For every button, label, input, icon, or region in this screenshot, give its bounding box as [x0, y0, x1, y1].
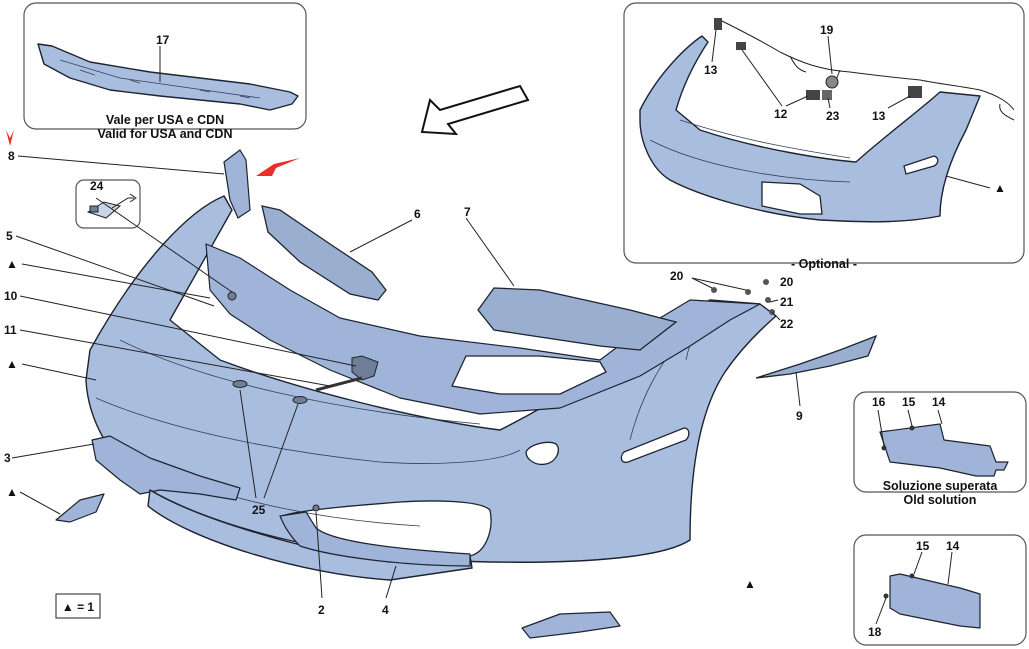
optional-intake	[761, 181, 823, 215]
note-old-en: Old solution	[904, 493, 977, 507]
red-arrow-top	[6, 130, 14, 146]
callout-9: 9	[796, 409, 803, 423]
callout-24: 24	[90, 179, 104, 193]
marker-a: ▲	[6, 257, 18, 271]
callout-4: 4	[382, 603, 389, 617]
side-marker-opening	[620, 427, 690, 463]
part-15-screw-new	[909, 573, 915, 579]
marker-e: ▲	[994, 181, 1006, 195]
red-arrow-part8	[256, 158, 300, 176]
callout-20b: 20	[780, 275, 794, 289]
optional-bumper	[639, 35, 981, 223]
callout-16: 16	[872, 395, 886, 409]
callout-15a: 15	[902, 395, 916, 409]
callout-12: 12	[774, 107, 788, 121]
sensor-13b	[908, 86, 922, 98]
callout-23: 23	[826, 109, 840, 123]
part-3-splitter	[91, 435, 241, 501]
leader-lines	[11, 29, 991, 625]
sensor-13a	[714, 18, 722, 30]
sensor-23	[822, 90, 832, 100]
callout-14a: 14	[932, 395, 946, 409]
part-14-bracket-new	[889, 573, 981, 629]
part-6-grille-mesh	[261, 205, 387, 301]
callout-8: 8	[8, 149, 15, 163]
callout-13b: 13	[872, 109, 886, 123]
note-old-it: Soluzione superata	[883, 479, 999, 493]
legend-box	[55, 593, 101, 619]
part-17-reinforcement	[37, 43, 299, 111]
callout-5: 5	[6, 229, 13, 243]
callout-14b: 14	[946, 539, 960, 553]
grommet-25b	[292, 396, 308, 404]
sensor-12	[806, 90, 820, 100]
callout-20a: 20	[670, 269, 684, 283]
callout-7: 7	[464, 205, 471, 219]
callout-3: 3	[4, 451, 11, 465]
sensor-19	[825, 75, 839, 89]
bottom-trim	[521, 611, 621, 639]
part-15-screw-old	[909, 425, 915, 431]
screw-2	[312, 504, 320, 512]
sensor-12-holder	[736, 42, 746, 50]
part-7-grille-mesh	[477, 287, 678, 351]
front-direction-arrow	[420, 84, 530, 136]
upper-crossmember	[205, 243, 761, 415]
callout-17: 17	[156, 33, 170, 47]
callout-15b: 15	[916, 539, 930, 553]
callout-18: 18	[868, 625, 882, 639]
callout-11: 11	[4, 323, 17, 337]
sensor-wiring-harness	[719, 19, 1015, 121]
marker-d: ▲	[744, 577, 756, 591]
callout-10: 10	[4, 289, 18, 303]
callout-19: 19	[820, 23, 834, 37]
part-16-nut	[881, 445, 887, 451]
callout-2: 2	[318, 603, 325, 617]
part-24-clip	[86, 193, 137, 219]
left-small-trim	[55, 493, 105, 523]
front-bumper-shell	[85, 195, 777, 563]
marker-c: ▲	[6, 485, 18, 499]
callout-22: 22	[780, 317, 794, 331]
part-8-bracket	[223, 149, 251, 219]
callout-6: 6	[414, 207, 421, 221]
callout-21: 21	[780, 295, 794, 309]
callout-13a: 13	[704, 63, 718, 77]
side-light-opening	[525, 441, 560, 466]
callout-25: 25	[252, 503, 266, 517]
part-14-bracket-old	[879, 423, 1009, 477]
part-18-nut	[883, 593, 889, 599]
legend-text: ▲ = 1	[62, 600, 95, 614]
intake-opening	[451, 355, 607, 395]
note-usa-it: Vale per USA e CDN	[106, 113, 224, 127]
note-usa-en: Valid for USA and CDN	[98, 127, 233, 141]
part-2-insert	[279, 511, 471, 567]
optional-side-marker	[903, 155, 939, 175]
marker-b: ▲	[6, 357, 18, 371]
grommet-25a	[232, 380, 248, 388]
part-4-lower-lip	[147, 489, 473, 581]
note-optional: - Optional -	[791, 257, 857, 271]
part-9-side-mesh	[755, 334, 878, 379]
